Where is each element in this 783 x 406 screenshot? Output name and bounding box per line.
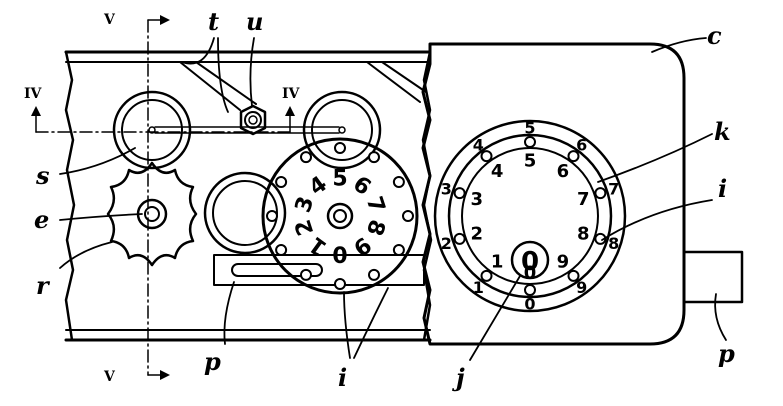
right-dial-outer-digit: 9 bbox=[576, 278, 587, 297]
right-dial-hole bbox=[480, 150, 493, 163]
left-dial-hole bbox=[266, 210, 278, 222]
left-dial-digit: 7 bbox=[361, 193, 390, 215]
left-dial-digit: 5 bbox=[332, 167, 347, 192]
right-dial-hole bbox=[567, 150, 580, 163]
right-dial-inner-digit: 7 bbox=[577, 189, 590, 210]
label-r: r bbox=[36, 271, 51, 300]
left-dial-digit: 2 bbox=[291, 216, 320, 238]
label-p-left: p bbox=[204, 347, 221, 376]
slot-lines bbox=[179, 61, 427, 111]
right-dial-inner-digit: 6 bbox=[557, 161, 570, 182]
left-dial-digit: 4 bbox=[305, 172, 332, 201]
cover-plate-c bbox=[421, 42, 686, 346]
left-dial-hole bbox=[368, 151, 380, 164]
left-dial-hole bbox=[300, 151, 312, 164]
left-dial-digit: 3 bbox=[291, 193, 320, 215]
left-dial-digit: 9 bbox=[348, 231, 375, 260]
right-dial-inner-digit: 3 bbox=[470, 189, 483, 210]
nut-u bbox=[239, 104, 267, 136]
leader-lines bbox=[59, 37, 727, 361]
right-dial-outer-digit: 8 bbox=[608, 234, 619, 253]
section-line-v bbox=[147, 15, 170, 380]
left-dial-hole bbox=[300, 268, 312, 281]
label-t: t bbox=[208, 7, 219, 36]
right-dial-hole bbox=[453, 187, 466, 200]
left-dial-hole bbox=[402, 210, 414, 222]
wheel-upper-right bbox=[302, 90, 382, 170]
section-line-iv bbox=[31, 106, 295, 133]
right-dial-hole bbox=[524, 136, 536, 148]
right-dial-outer-digit: 0 bbox=[524, 295, 535, 314]
wheel-s bbox=[112, 90, 192, 170]
left-dial-hole bbox=[392, 176, 405, 188]
left-dial-hole bbox=[368, 268, 380, 281]
right-dial-hole bbox=[453, 232, 466, 245]
right-dial-hole bbox=[594, 187, 607, 200]
right-dial-outer-digit: 7 bbox=[608, 179, 619, 198]
label-p-right: p bbox=[718, 339, 735, 368]
left-dial-hole bbox=[392, 244, 405, 256]
left-dial-hole bbox=[334, 142, 346, 154]
right-dial-hole bbox=[524, 284, 536, 296]
left-dial-hole bbox=[334, 278, 346, 290]
left-dial-digit: 0 bbox=[332, 240, 347, 265]
right-dial-inner-digit: 5 bbox=[524, 150, 537, 171]
right-dial-outer-digit: 6 bbox=[576, 135, 587, 154]
right-dial-outer-digit: 3 bbox=[441, 179, 452, 198]
right-dial-inner-digit: 2 bbox=[470, 224, 483, 245]
right-dial-inner-digit: 9 bbox=[557, 252, 570, 273]
label-i-right: i bbox=[718, 174, 727, 203]
left-dial-holes bbox=[266, 142, 414, 290]
section-mark-v-bottom: V bbox=[103, 369, 116, 385]
label-s: s bbox=[35, 161, 50, 190]
right-dial-outer-digit: 5 bbox=[524, 119, 535, 138]
left-dial-digit: 1 bbox=[305, 231, 332, 260]
right-dial-holes bbox=[453, 136, 607, 296]
label-j: j bbox=[452, 363, 465, 392]
axle-rod bbox=[154, 126, 340, 134]
right-dial-inner-digit: 4 bbox=[491, 161, 504, 182]
left-dial-digit: 6 bbox=[348, 172, 375, 201]
right-dial-outer-digit: 1 bbox=[473, 278, 484, 297]
side-tab-p bbox=[682, 250, 744, 304]
section-mark-iv-left: IV bbox=[24, 86, 43, 102]
star-wheel-r bbox=[106, 161, 198, 267]
right-dial-inner-digit: 8 bbox=[577, 224, 590, 245]
center-digit: 0 bbox=[521, 247, 539, 277]
label-i-bottom: i bbox=[338, 363, 347, 392]
left-dial-digit: 8 bbox=[361, 216, 390, 238]
label-u: u bbox=[246, 7, 263, 36]
left-dial-hole bbox=[275, 176, 288, 188]
left-dial-hole bbox=[275, 244, 288, 256]
label-c: c bbox=[707, 21, 722, 50]
section-mark-iv-right: IV bbox=[282, 86, 301, 102]
right-dial-hole bbox=[567, 269, 580, 282]
right-dial-hole bbox=[480, 269, 493, 282]
right-dial-outer-digit: 2 bbox=[441, 234, 452, 253]
right-dial-inner-digit: 1 bbox=[491, 252, 504, 273]
right-dial-inner-digit: 0 bbox=[524, 262, 537, 283]
section-mark-v-top: V bbox=[103, 12, 116, 28]
label-k: k bbox=[714, 117, 731, 146]
label-e: e bbox=[34, 205, 49, 234]
right-dial-outer-digit: 4 bbox=[473, 135, 484, 154]
